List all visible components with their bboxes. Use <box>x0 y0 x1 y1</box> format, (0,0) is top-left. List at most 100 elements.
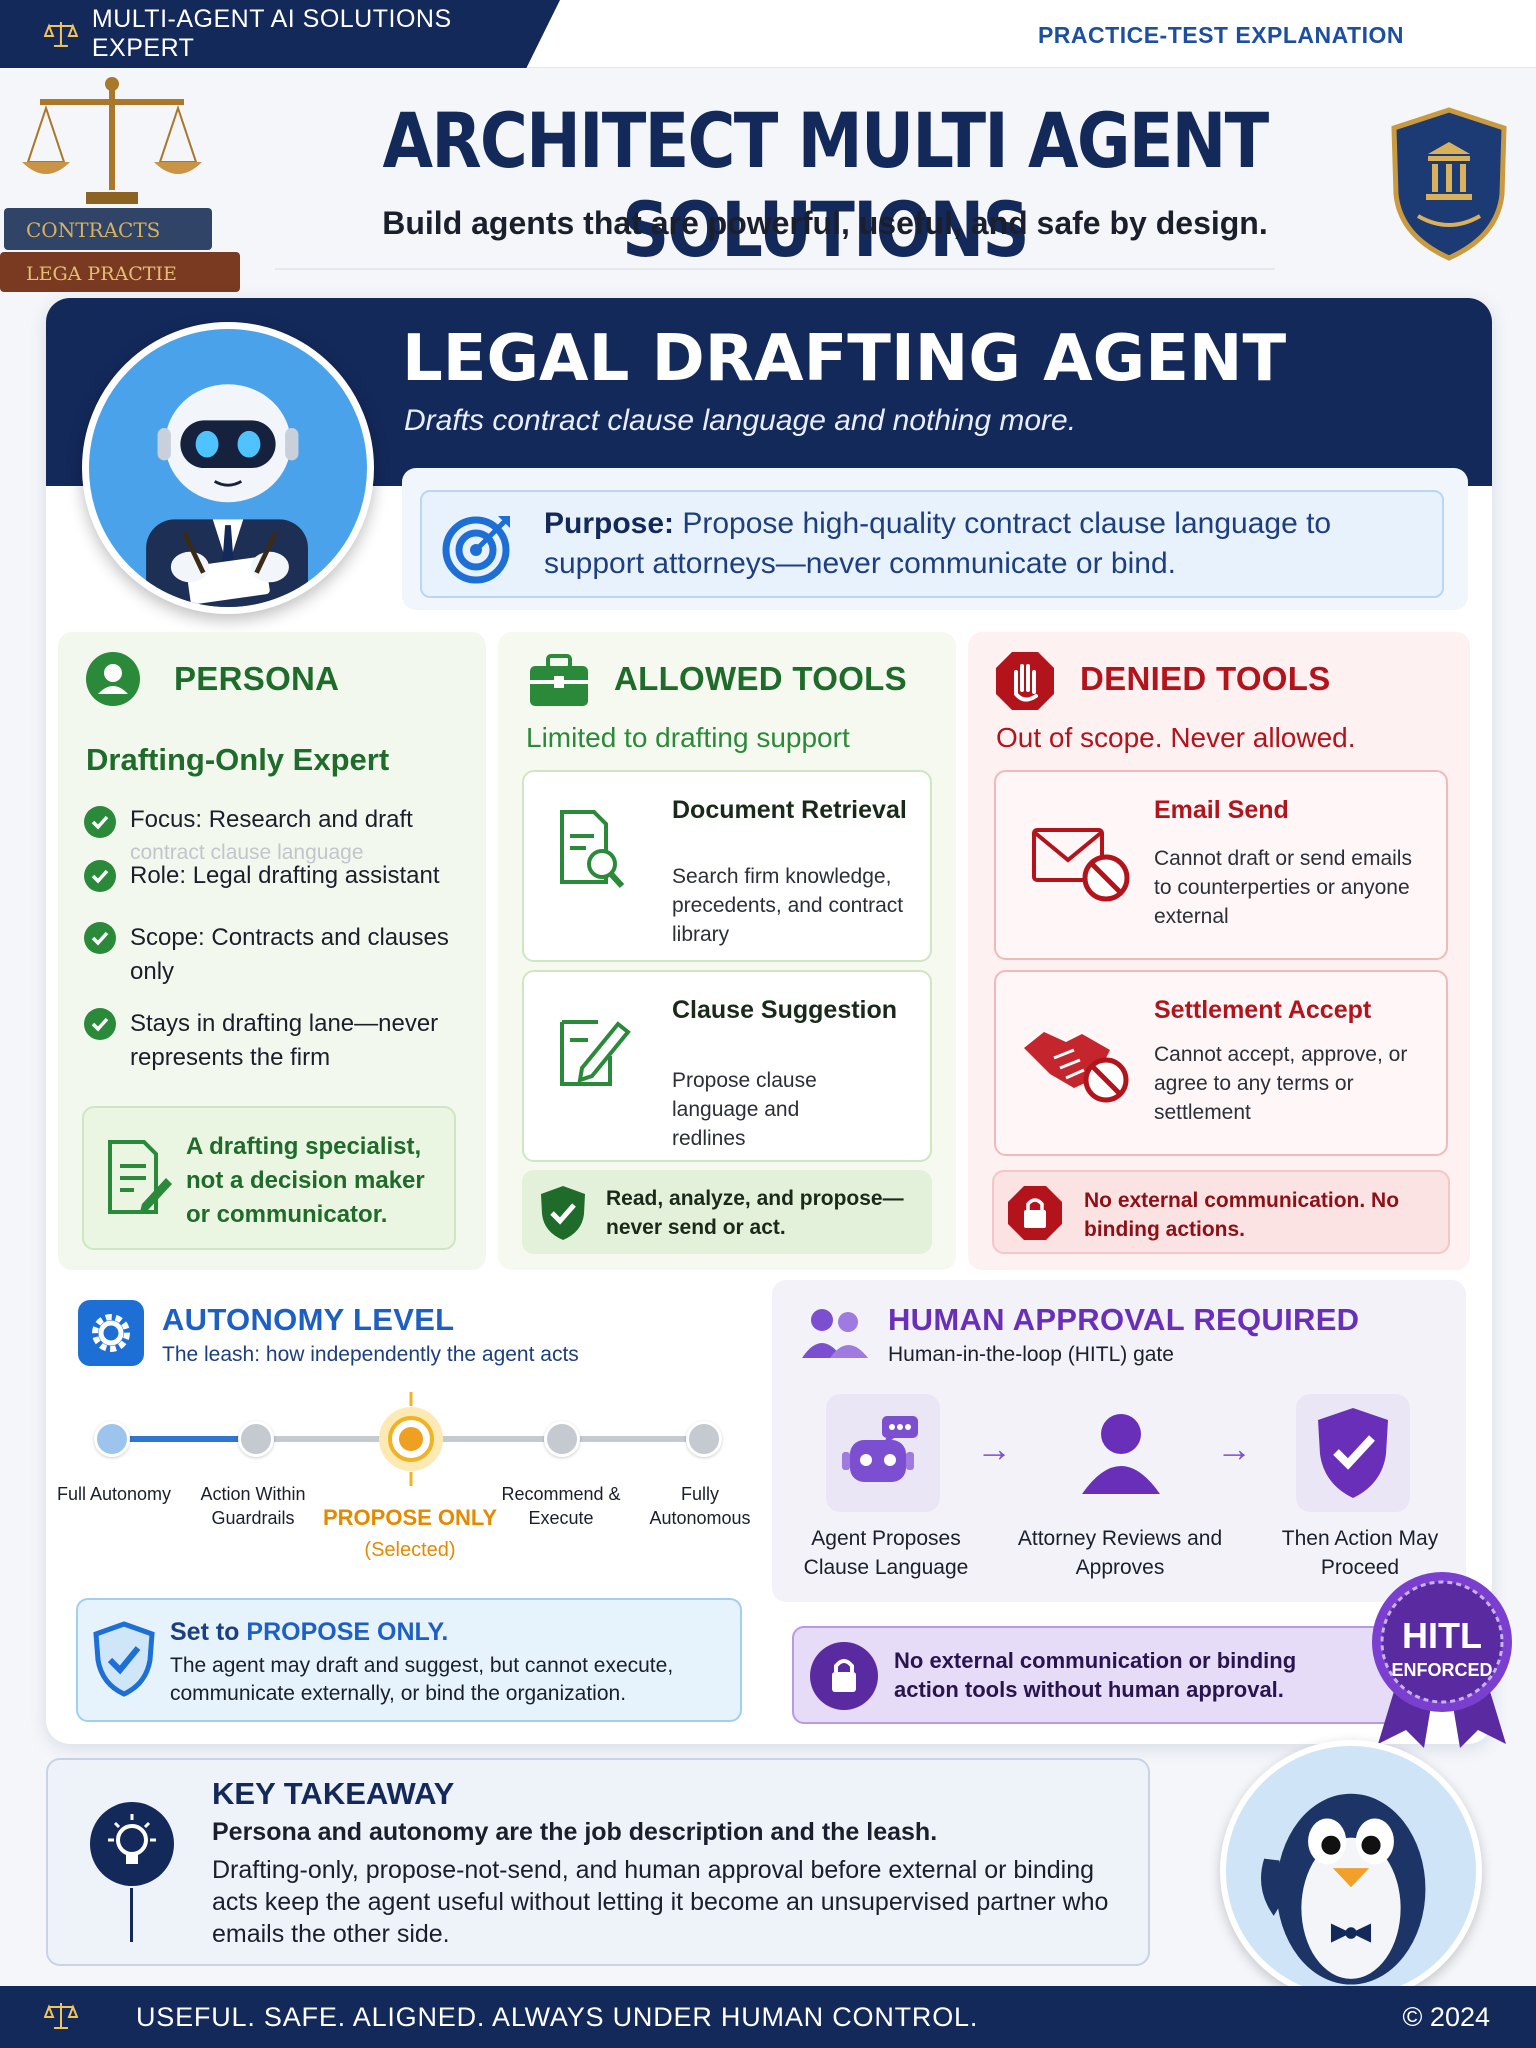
tool-name: Document Retrieval <box>672 796 907 824</box>
autonomy-subtitle: The leash: how independently the agent a… <box>162 1343 579 1366</box>
tool-description: Search firm knowledge, precedents, and c… <box>672 865 904 946</box>
practice-test-label[interactable]: PRACTICE-TEST EXPLANATION <box>1037 22 1404 48</box>
toolbox-icon <box>530 654 588 706</box>
key-takeaway-title: KEY TAKEAWAY <box>212 1776 455 1811</box>
lock-icon <box>1008 1186 1062 1240</box>
hitl-subtitle: Human-in-the-loop (HITL) gate <box>888 1343 1174 1366</box>
document-search-icon <box>560 810 625 889</box>
hitl-title: HUMAN APPROVAL REQUIRED <box>888 1302 1360 1337</box>
autonomy-setting-box: Set to PROPOSE ONLY. The agent may draft… <box>76 1598 742 1722</box>
autonomy-selected-label: PROPOSE ONLY <box>322 1505 497 1530</box>
book-spine-contracts: CONTRACTS <box>26 218 160 242</box>
page-title: ARCHITECT MULTI AGENT SOLUTIONS <box>382 96 1269 274</box>
autonomy-stop-label: Recommend & Execute <box>501 1484 621 1528</box>
allowed-tools-subtitle: Limited to drafting support <box>526 722 850 753</box>
hitl-step-label: Then Action May Proceed <box>1281 1527 1439 1579</box>
autonomy-setting-description: The agent may draft and suggest, but can… <box>170 1654 674 1705</box>
people-icon <box>802 1309 868 1358</box>
hitl-step-agent <box>826 1394 940 1512</box>
denied-tools-title: DENIED TOOLS <box>1080 660 1331 697</box>
brand-tab: MULTI-AGENT AI SOLUTIONS EXPERT <box>0 0 560 68</box>
badge-title: HITL <box>1402 1615 1482 1656</box>
gear-icon <box>78 1300 144 1366</box>
tool-description: Propose clause language and redlines <box>672 1069 817 1150</box>
email-blocked-icon <box>1032 828 1130 902</box>
hitl-approval-text: No external communication or binding act… <box>894 1648 1297 1702</box>
agent-subtitle: Drafts contract clause language and noth… <box>404 404 1077 437</box>
check-icon <box>84 860 116 892</box>
autonomy-stop-label: Action Within Guardrails <box>200 1484 306 1528</box>
leash-track <box>250 1436 702 1442</box>
autonomy-setting-title: Set to PROPOSE ONLY. <box>170 1618 448 1647</box>
tool-name: Settlement Accept <box>1154 996 1372 1024</box>
purpose-box: Purpose: Propose high-quality contract c… <box>420 490 1444 598</box>
purpose-description: Propose high-quality contract clause lan… <box>544 507 1332 580</box>
courthouse-shield-icon <box>1391 107 1507 261</box>
target-icon <box>442 516 510 584</box>
allowed-tools-title: ALLOWED TOOLS <box>614 660 907 697</box>
user-icon <box>86 652 140 706</box>
hitl-enforced-badge: HITL ENFORCED <box>1372 1572 1512 1748</box>
allowed-tools-footer: Read, analyze, and propose—never send or… <box>522 1170 932 1254</box>
persona-item: Focus: Research and draft <box>130 806 413 833</box>
agent-title: LEGAL DRAFTING AGENT <box>402 322 1287 396</box>
hitl-step-attorney <box>1064 1394 1178 1512</box>
footer-copyright: © 2024 <box>1402 2002 1490 2032</box>
document-edit-icon <box>108 1140 172 1214</box>
autonomy-stop-marker[interactable] <box>686 1421 722 1457</box>
denied-tools-footer-text: No external communication. No binding ac… <box>1084 1189 1400 1241</box>
persona-title: PERSONA <box>174 660 340 697</box>
allowed-tools-footer-text: Read, analyze, and propose—never send or… <box>606 1187 904 1239</box>
badge-subtitle: ENFORCED <box>1391 1660 1492 1680</box>
lock-icon <box>810 1642 878 1710</box>
shield-check-icon <box>93 1621 155 1697</box>
hitl-step-proceed <box>1296 1394 1410 1512</box>
pencil-edit-icon <box>560 1020 631 1086</box>
autonomy-selected-note: (Selected) <box>364 1539 456 1561</box>
scales-icon <box>44 2003 78 2029</box>
check-icon <box>84 922 116 954</box>
arrow-right-icon: → <box>976 1428 1012 1469</box>
persona-role-title: Drafting-Only Expert <box>86 742 390 777</box>
denied-tools-footer: No external communication. No binding ac… <box>992 1170 1450 1254</box>
lightbulb-icon <box>90 1802 174 1886</box>
footer-bar: USEFUL. SAFE. ALIGNED. ALWAYS UNDER HUMA… <box>0 1986 1536 2048</box>
scales-icon <box>44 22 78 47</box>
lightbulb-stem <box>130 1888 133 1942</box>
tool-description: Cannot accept, approve, or agree to any … <box>1154 1043 1408 1124</box>
tool-card-document-retrieval[interactable]: Document Retrieval Search firm knowledge… <box>522 770 932 962</box>
attorney-icon <box>1082 1414 1160 1494</box>
arrow-right-icon: → <box>1216 1428 1252 1469</box>
tool-description: Cannot draft or send emails to counterpe… <box>1154 847 1412 928</box>
key-takeaway-body: Drafting-only, propose-not-send, and hum… <box>212 1856 1109 1948</box>
handshake-blocked-icon <box>1024 1032 1129 1103</box>
persona-item: Stays in drafting lane—never represents … <box>130 1010 439 1071</box>
autonomy-selected-marker[interactable] <box>366 1392 456 1486</box>
check-icon <box>84 806 116 838</box>
autonomy-stop-label: Full Autonomy <box>56 1484 172 1504</box>
penguin-mascot <box>1220 1740 1482 2002</box>
persona-item: Scope: Contracts and clauses only <box>130 924 449 985</box>
autonomy-stop-marker[interactable] <box>94 1421 130 1457</box>
purpose-label: Purpose: <box>544 507 675 540</box>
tool-name: Clause Suggestion <box>672 996 898 1024</box>
autonomy-title: AUTONOMY LEVEL <box>162 1302 455 1337</box>
brand-label: MULTI-AGENT AI SOLUTIONS EXPERT <box>91 5 452 62</box>
denied-tools-subtitle: Out of scope. Never allowed. <box>996 722 1356 753</box>
persona-item: Role: Legal drafting assistant <box>130 862 440 889</box>
header-divider <box>275 268 1275 270</box>
persona-note-text: A drafting specialist, not a decision ma… <box>186 1133 425 1228</box>
tool-card-settlement-accept[interactable]: Settlement Accept Cannot accept, approve… <box>994 970 1448 1156</box>
autonomy-stop-label: Fully Autonomous <box>649 1484 751 1528</box>
shield-check-icon <box>541 1186 585 1240</box>
persona-note: A drafting specialist, not a decision ma… <box>82 1106 456 1250</box>
key-takeaway-box <box>46 1758 1150 1966</box>
tool-card-clause-suggestion[interactable]: Clause Suggestion Propose clause languag… <box>522 970 932 1162</box>
autonomy-stop-marker[interactable] <box>238 1421 274 1457</box>
tool-name: Email Send <box>1154 796 1289 824</box>
stop-hand-icon <box>996 652 1054 710</box>
tool-card-email-send[interactable]: Email Send Cannot draft or send emails t… <box>994 770 1448 960</box>
autonomy-stop-marker[interactable] <box>544 1421 580 1457</box>
autonomy-setting-value: PROPOSE ONLY. <box>246 1618 449 1646</box>
hitl-step-label: Attorney Reviews and Approves <box>1017 1527 1223 1579</box>
